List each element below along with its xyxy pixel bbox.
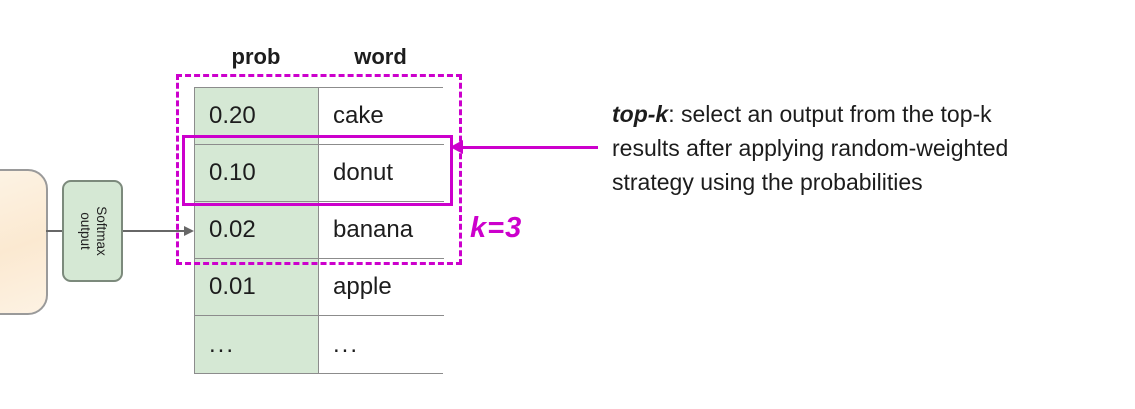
table-cell-prob: 0.02 bbox=[195, 202, 319, 259]
model-block bbox=[0, 169, 48, 315]
softmax-label-line2: output bbox=[77, 212, 93, 250]
softmax-output-box: Softmax output bbox=[62, 180, 123, 282]
softmax-output-label: Softmax output bbox=[77, 206, 109, 256]
description-line2: results after applying random-weighted bbox=[612, 135, 1009, 161]
connector-softmax-table bbox=[123, 230, 187, 232]
description-line1: top-k: select an output from the top-k bbox=[612, 97, 1112, 131]
connector-model-softmax bbox=[46, 230, 62, 232]
description-line3: strategy using the probabilities bbox=[612, 169, 923, 195]
annotation-arrow-line bbox=[458, 146, 598, 149]
table-cell-word: banana bbox=[319, 202, 444, 259]
k-value-label: k=3 bbox=[470, 212, 523, 244]
prob-word-table: 0.20 cake 0.10 donut 0.02 banana 0.01 ap… bbox=[194, 87, 444, 374]
arrow-right-icon bbox=[184, 225, 194, 236]
description-term: top-k bbox=[612, 101, 669, 127]
selected-row-outline bbox=[182, 135, 453, 206]
table-cell-word: apple bbox=[319, 259, 444, 316]
topk-description: top-k: select an output from the top-k r… bbox=[612, 97, 1112, 199]
table-cell-word: ... bbox=[319, 316, 444, 373]
table-cell-prob: ... bbox=[195, 316, 319, 373]
arrow-left-icon bbox=[450, 140, 463, 154]
softmax-label-line1: Softmax bbox=[93, 206, 109, 256]
top-k-dashed-outline bbox=[176, 74, 462, 265]
column-header-word: word bbox=[354, 44, 407, 69]
table-cell-word: donut bbox=[319, 145, 444, 202]
description-line1-rest: : select an output from the top-k bbox=[668, 101, 992, 127]
table-cell-prob: 0.01 bbox=[195, 259, 319, 316]
table-cell-prob: 0.10 bbox=[195, 145, 319, 202]
column-header-prob: prob bbox=[231, 44, 281, 69]
